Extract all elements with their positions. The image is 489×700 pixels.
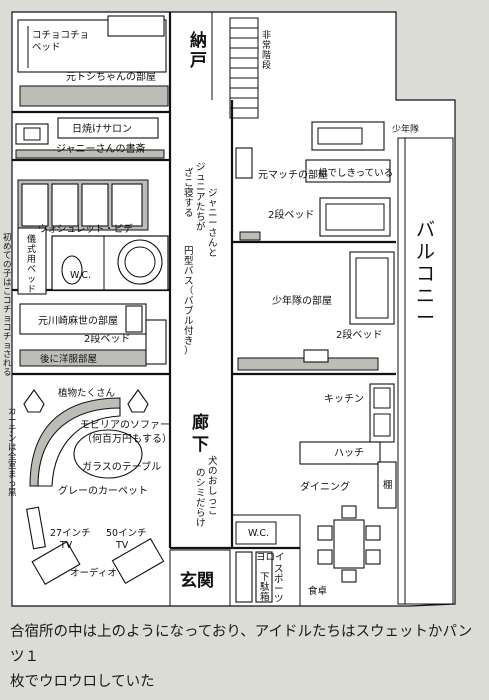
label-johnny-study: ジャニーさんの書斎 (56, 142, 146, 155)
label-western-room: 後に洋服部屋 (40, 353, 97, 365)
label-washlet-bidet: ウォシュレット・ビデ (38, 223, 133, 235)
label-dog-stains: 犬 の お し っ こ の シ ミ だ ら け (196, 455, 221, 529)
label-kochokocho-bed: コチョコチョ ベッド (32, 30, 92, 53)
label-plants: 植物たくさん (58, 387, 115, 399)
label-balcony: バ ル コ ニ ー (416, 219, 441, 329)
tv-50 (111, 537, 165, 585)
round-bath (117, 239, 163, 285)
label-partition: 机でしきっている (318, 167, 393, 179)
label-tanning-salon: 日焼けサロン (72, 123, 132, 135)
label-shoyan-room: 少年隊の部屋 (272, 294, 332, 307)
label-shoyan-top: 少年隊 (392, 123, 419, 135)
label-nando: 納 戸 (190, 30, 213, 71)
label-audio: オーディオ (70, 567, 117, 579)
label-corridor: 廊 下 (192, 412, 215, 455)
label-emergency-stairs: 非 常 階 段 (262, 29, 274, 71)
label-dining-table: 食卓 (308, 585, 327, 597)
caption: 合宿所の中は上のようになっており、アイドルたちはスウェットかパンツ１ 枚でウロウ… (10, 620, 480, 695)
label-yoroi: ヨロイ (256, 552, 285, 563)
label-hatch: ハッチ (334, 447, 364, 459)
label-wc2: W.C. (248, 528, 269, 539)
label-nidan-bed-3: 2段ベッド (336, 328, 382, 341)
label-wc: W.C. (70, 270, 91, 281)
label-shoe-box: 下 駄 箱 (260, 572, 273, 603)
glass-table (73, 429, 143, 479)
label-sofa-2: （何百万円もする） (82, 432, 172, 445)
label-sofa-1: モビリアのソファー (80, 419, 170, 431)
wc-2 (235, 521, 277, 545)
caption-line-1: 合宿所の中は上のようになっており、アイドルたちはスウェットかパンツ１ (10, 624, 473, 665)
label-shelf: 棚 (383, 479, 393, 491)
label-tv50: 50インチ TV (106, 528, 150, 551)
label-kitchen: キッチン (324, 393, 364, 405)
tanning-salon (57, 117, 159, 139)
shelf (377, 461, 397, 509)
label-johnny-sleep: ジ ャ ニ ー さ ん と ジ ュ ニ ア た ち が ざ こ 寝 す る (184, 162, 221, 259)
tv-27 (31, 540, 81, 586)
label-round-bath: 円 型 バ ス （ バ ブ ル 付 き ） (184, 246, 197, 357)
label-genkan: 玄関 (180, 570, 214, 591)
dining-table (333, 519, 365, 569)
label-glass-table: ガラスのテーブル (82, 460, 161, 473)
label-curtain: カ ー テ ン は 全 室 ま っ 黒 (8, 407, 19, 498)
emergency-stairs (229, 17, 259, 119)
label-dining: ダイニング (300, 480, 350, 493)
microwave (311, 121, 385, 151)
label-nidan-bed-1: 2段ベッド (268, 208, 314, 221)
entrance (169, 549, 231, 607)
label-gray-carpet: グレーのカーペット (58, 484, 148, 497)
label-matchi-room: 元マッチの部屋 (258, 168, 328, 181)
label-first-timers: 初 め て の 子 は こ コ チ ョ コ チ ョ さ れ る (3, 232, 14, 378)
kawasaki-bed (19, 303, 147, 335)
caption-line-2: 枚でウロウロしていた (10, 674, 155, 690)
label-tv27: 27インチ TV (50, 528, 94, 551)
label-nidan-bed-2: 2段ベッド (84, 332, 130, 345)
balcony-area (397, 137, 454, 605)
shonentai-bed (349, 251, 395, 325)
label-toshi-room: 元トシちゃんの部屋 (66, 70, 156, 83)
label-ceremony-bed: 儀 式 用 ベ ッ ド (27, 233, 39, 295)
label-sports: ス ポ ー ツ (274, 564, 287, 605)
label-kawasaki-room: 元川崎麻世の部屋 (38, 314, 118, 327)
